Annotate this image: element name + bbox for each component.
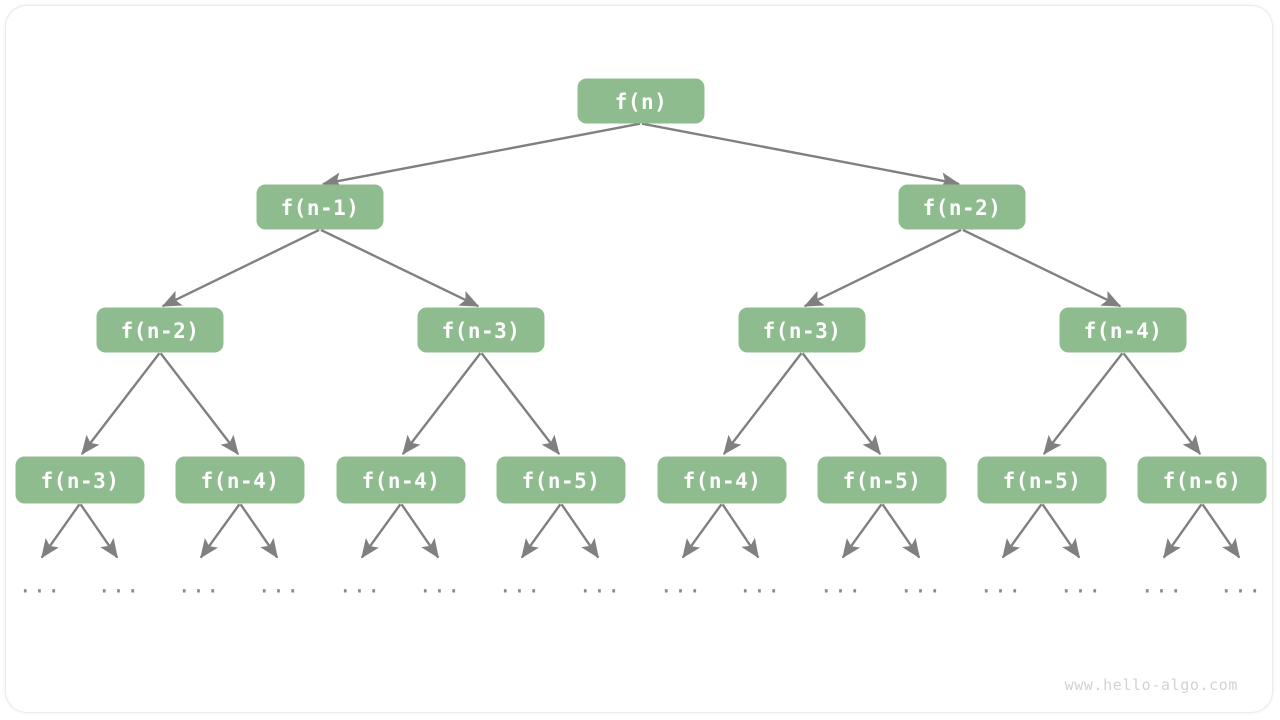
tree-edge-to-ellipsis [520,503,562,559]
tree-edge [722,352,803,455]
tree-edge [803,228,962,308]
ellipsis-marker: ... [178,574,221,599]
tree-node-label: f(n-5) [843,469,922,493]
ellipsis-marker: ... [579,574,622,599]
tree-edge-to-ellipsis [400,503,440,559]
tree-node-label: f(n-4) [362,469,441,493]
tree-node-label: f(n-4) [683,469,762,493]
tree-node-label: f(n-4) [1084,319,1163,343]
ellipsis-marker: ... [19,574,62,599]
tree-edge-to-ellipsis [239,503,279,559]
tree-node-box [1059,307,1187,353]
tree-node-box [15,456,145,504]
tree-node-label: f(n-2) [121,319,200,343]
nodes-layer: f(n) f(n-1) f(n-2) f(n-2) f(n-3) f(n-3) f(n-4)… [15,78,1267,504]
tree-node[interactable]: f(n) [577,78,705,124]
tree-node[interactable]: f(n-4) [657,456,787,504]
tree-edge [320,228,480,308]
tree-node[interactable]: f(n-6) [1137,456,1267,504]
tree-node-box [496,456,626,504]
edges-layer [40,122,1241,559]
tree-node-box [256,184,384,230]
tree-edge-to-ellipsis [881,503,921,559]
tree-edge-to-ellipsis [560,503,600,559]
tree-node-box [577,78,705,124]
tree-node[interactable]: f(n-5) [496,456,626,504]
tree-edge-to-ellipsis [721,503,760,559]
ellipsis-marker: ... [820,574,863,599]
ellipsis-marker: ... [98,574,141,599]
ellipsis-marker: ... [900,574,943,599]
tree-node-box [738,307,866,353]
tree-node-label: f(n-1) [281,196,360,220]
tree-node-label: f(n-6) [1163,469,1242,493]
ellipsis-layer: ........................................… [19,574,1263,599]
tree-node[interactable]: f(n-2) [96,307,224,353]
tree-node[interactable]: f(n-1) [256,184,384,230]
tree-edge [159,352,240,455]
ellipsis-marker: ... [419,574,462,599]
ellipsis-marker: ... [499,574,542,599]
tree-node[interactable]: f(n-3) [417,307,545,353]
tree-edge [1122,352,1202,455]
tree-node-label: f(n-3) [763,319,842,343]
tree-edge-to-ellipsis [681,503,723,559]
tree-node[interactable]: f(n-3) [15,456,145,504]
ellipsis-marker: ... [739,574,782,599]
tree-edge [401,352,482,455]
tree-edge [80,352,161,455]
tree-edge-to-ellipsis [40,503,81,559]
ellipsis-marker: ... [660,574,703,599]
tree-node[interactable]: f(n-3) [738,307,866,353]
tree-node-label: f(n-3) [442,319,521,343]
tree-edge-to-ellipsis [1041,503,1081,559]
tree-node-label: f(n-3) [41,469,120,493]
tree-edge [801,352,882,455]
tree-edge [322,122,641,189]
tree-node[interactable]: f(n-4) [1059,307,1187,353]
tree-node-box [96,307,224,353]
tree-node-label: f(n-4) [201,469,280,493]
tree-node-box [1137,456,1267,504]
tree-edge [480,352,561,455]
tree-node-label: f(n-5) [1003,469,1082,493]
tree-node-box [817,456,947,504]
watermark: www.hello-algo.com [1065,676,1238,694]
tree-edge-to-ellipsis [360,503,402,559]
tree-node-label: f(n) [615,90,668,114]
tree-node-box [657,456,787,504]
tree-edge-to-ellipsis [841,503,883,559]
ellipsis-marker: ... [1220,574,1263,599]
ellipsis-marker: ... [1141,574,1184,599]
ellipsis-marker: ... [1060,574,1103,599]
tree-edge-to-ellipsis [1162,503,1203,559]
tree-node-box [977,456,1107,504]
tree-node[interactable]: f(n-5) [977,456,1107,504]
tree-node[interactable]: f(n-2) [898,184,1026,230]
tree-node[interactable]: f(n-4) [336,456,466,504]
tree-edge [962,228,1122,308]
tree-node-label: f(n-5) [522,469,601,493]
tree-node-box [417,307,545,353]
tree-edge-to-ellipsis [1201,503,1241,559]
tree-node-box [336,456,466,504]
ellipsis-marker: ... [980,574,1023,599]
tree-edge [641,122,960,189]
ellipsis-marker: ... [339,574,382,599]
tree-node-label: f(n-2) [923,196,1002,220]
tree-edge-to-ellipsis [79,503,119,559]
tree-node[interactable]: f(n-4) [175,456,305,504]
tree-node-box [175,456,305,504]
tree-edge [1042,352,1124,455]
ellipsis-marker: ... [258,574,301,599]
tree-edge [161,228,320,308]
tree-node[interactable]: f(n-5) [817,456,947,504]
tree-edge-to-ellipsis [199,503,241,559]
tree-edge-to-ellipsis [1001,503,1043,559]
tree-node-box [898,184,1026,230]
